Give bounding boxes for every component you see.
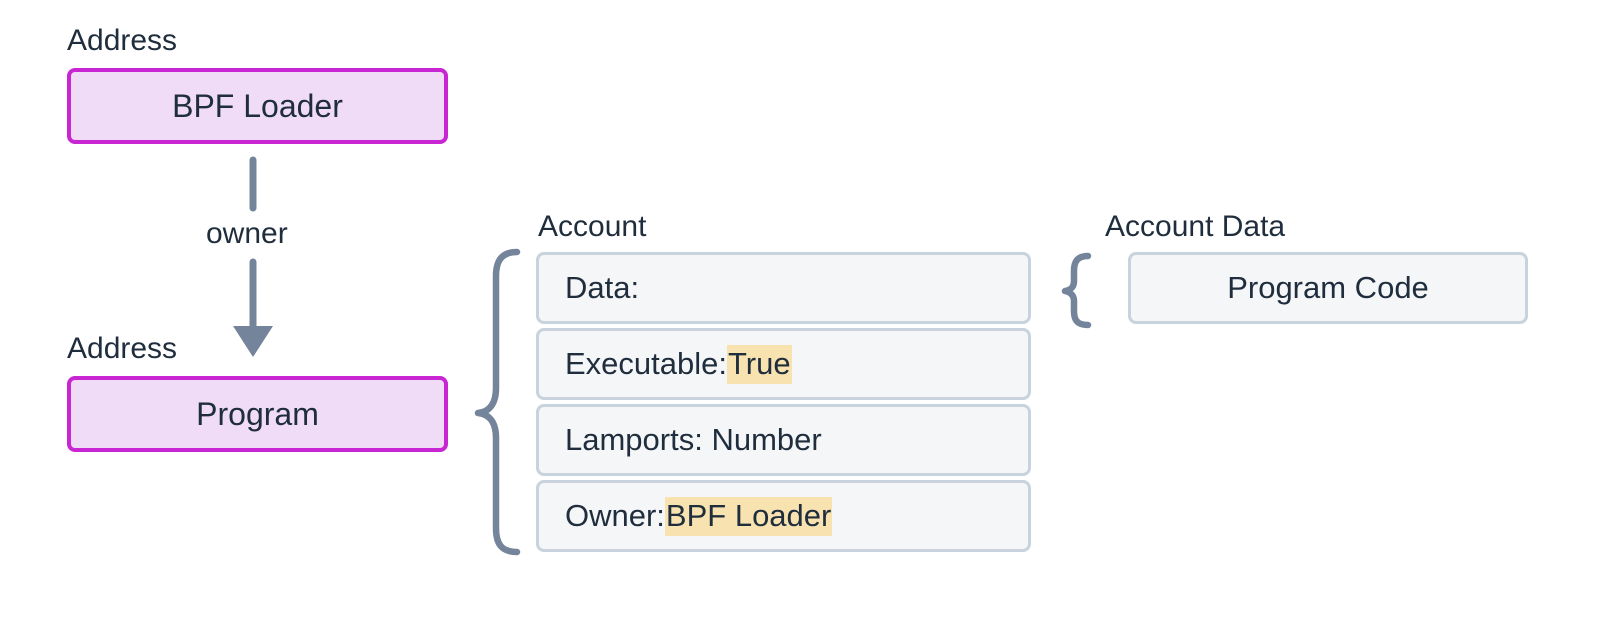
account-row-owner-key: Owner: [565, 498, 665, 533]
bpf-loader-address-box[interactable]: BPF Loader [67, 68, 448, 144]
account-row-owner[interactable]: Owner:BPF Loader [536, 480, 1031, 552]
owner-arrow-head [233, 326, 273, 357]
account-row-lamports[interactable]: Lamports: Number [536, 404, 1031, 476]
program-label: Program [196, 395, 319, 432]
account-data-brace [1061, 252, 1092, 329]
address-caption-bpf-loader: Address [67, 24, 178, 57]
account-row-lamports-key: Lamports: Number [565, 422, 822, 457]
account-row-data[interactable]: Data: [536, 252, 1031, 324]
account-caption: Account [538, 210, 647, 243]
program-code-label: Program Code [1227, 270, 1429, 305]
account-row-executable-value: True [727, 344, 792, 384]
account-row-executable[interactable]: Executable:True [536, 328, 1031, 400]
account-row-data-key: Data: [565, 270, 640, 305]
account-row-owner-value: BPF Loader [664, 496, 833, 536]
owner-edge-label: owner [202, 219, 292, 249]
program-code-box[interactable]: Program Code [1128, 252, 1528, 324]
program-address-box[interactable]: Program [67, 376, 448, 452]
account-data-caption: Account Data [1105, 210, 1286, 243]
account-row-executable-key: Executable: [565, 346, 727, 381]
bpf-loader-label: BPF Loader [172, 87, 343, 124]
account-brace [474, 248, 521, 556]
address-caption-program: Address [67, 332, 178, 365]
